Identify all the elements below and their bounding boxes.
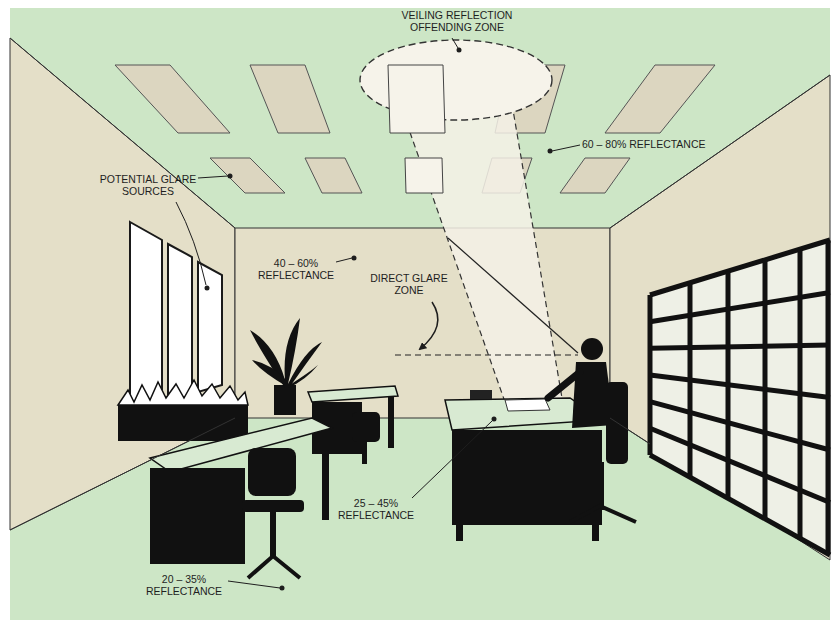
light-panel [305,158,362,193]
chair-post [270,512,276,558]
foliage [118,380,248,405]
callout-label: 60 – 80% REFLECTANCE [582,138,752,150]
desk-body [452,430,602,525]
window [168,244,192,402]
arm [548,372,580,398]
light-panel [210,158,285,193]
head [581,338,603,360]
grid-face [650,240,830,555]
callout-label: POTENTIAL GLARE SOURCES [92,173,204,198]
leaves [252,360,318,388]
leader-line [198,176,228,178]
horizontal-sightline [395,354,578,355]
desk-leg [592,525,599,541]
leader-line [336,258,352,262]
back-wall [235,228,610,418]
pot [274,385,296,415]
leader-line [176,202,206,285]
chair-base [248,556,300,578]
chair-seat [242,500,304,512]
desk-top [150,418,332,472]
background [10,8,830,620]
desk-leg [322,430,329,520]
desk-leg [388,396,394,448]
grid-lines [650,240,830,555]
leader-line [552,145,580,151]
chair-back [248,448,296,496]
light-panel [405,158,443,193]
room-edges [10,38,830,530]
light-panel [250,65,330,133]
person [548,338,636,522]
planter-box [118,405,248,441]
cone-edge [400,104,505,402]
paper [505,399,550,411]
chair-post [362,442,367,464]
callout-label: VEILING REFLECTION OFFENDING ZONE [392,9,522,34]
light-panel [605,65,715,133]
light-panel [115,65,230,133]
phone [470,390,492,399]
leader-line [412,421,492,498]
leaves [250,318,322,388]
reflection-cone [400,104,562,402]
chair [352,412,380,442]
light-panel [388,65,445,133]
desk-left [150,418,332,578]
desk-leg [456,525,463,541]
callout-label: 25 – 45% REFLECTANCE [330,497,422,522]
leader-dots [205,48,553,591]
desk-body [150,468,245,564]
callout-label: DIRECT GLARE ZONE [368,272,450,297]
ceiling-panels [115,65,715,193]
callout-label: 20 – 35% REFLECTANCE [140,573,228,598]
leader-line [228,581,280,588]
chair-base [570,506,636,522]
chair-post [596,462,604,510]
light-panel [560,158,630,193]
leader-line [452,38,458,48]
wall-grid [650,240,830,555]
planter [118,380,248,441]
curved-arrow [420,302,438,349]
desk-top [308,386,398,402]
leader-lines [176,38,580,588]
window [198,262,222,392]
glare-sightline [448,238,578,353]
callout-label: 40 – 60% REFLECTANCE [254,257,338,282]
cone-edge [512,104,562,398]
